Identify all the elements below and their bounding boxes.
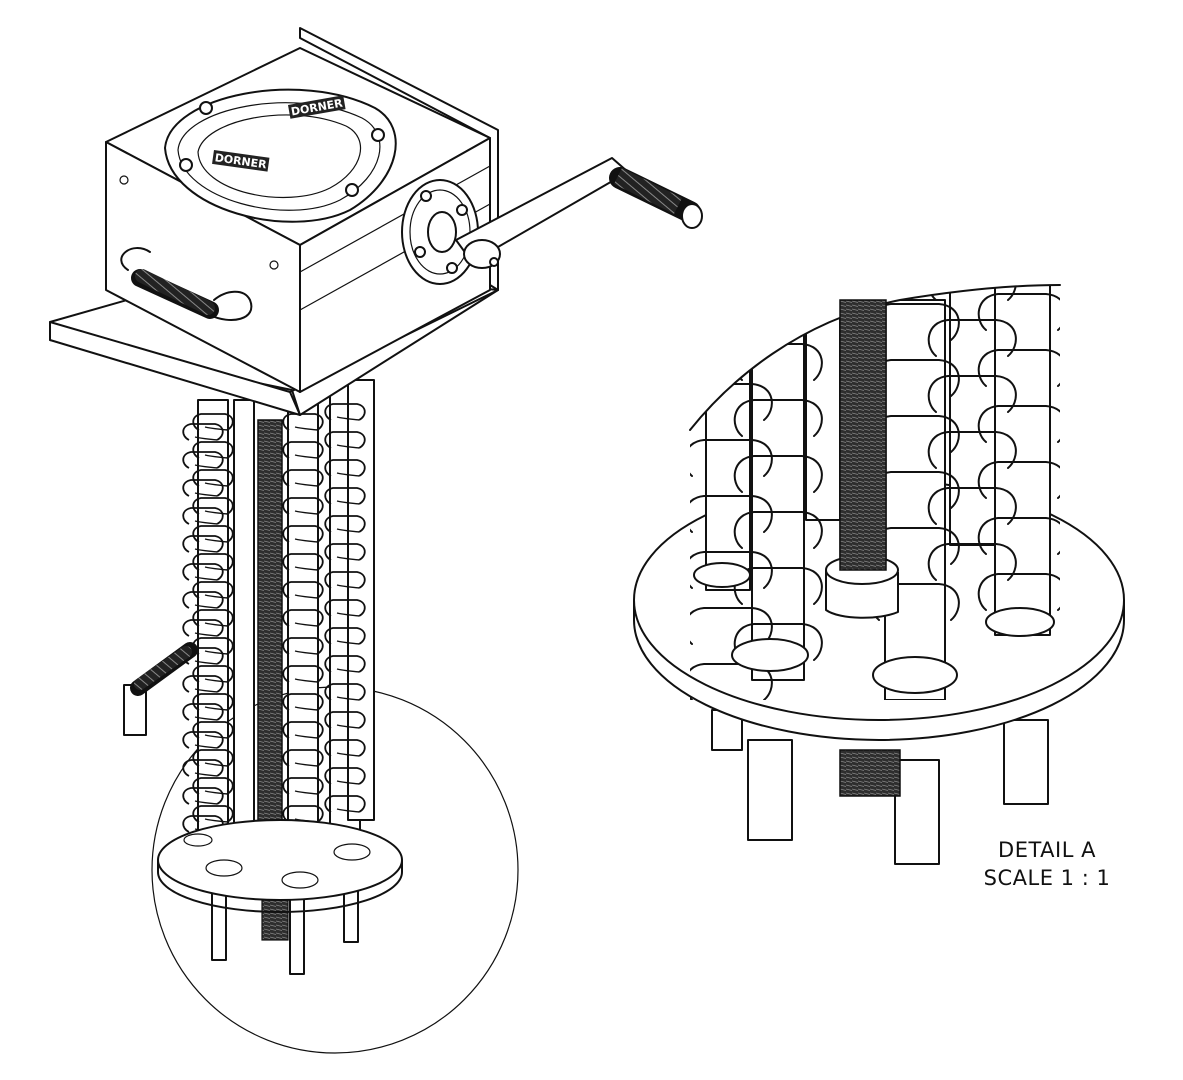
side-handle-icon [123,642,198,736]
main-assembly: DORNER DORNER [49,27,703,1054]
detail-a-title: DETAIL A [998,838,1096,862]
gearbox: DORNER DORNER [105,27,499,393]
crank-handle-icon [455,157,703,269]
auger-column [183,379,375,861]
detail-a-scale: SCALE 1 : 1 [983,866,1111,890]
side-flange [401,179,479,285]
bottom-plate [157,819,403,975]
threaded-rod [257,419,283,841]
detail-a-view [633,284,1125,865]
gearbox-lid: DORNER DORNER [164,88,397,223]
knob-icon [120,247,253,321]
